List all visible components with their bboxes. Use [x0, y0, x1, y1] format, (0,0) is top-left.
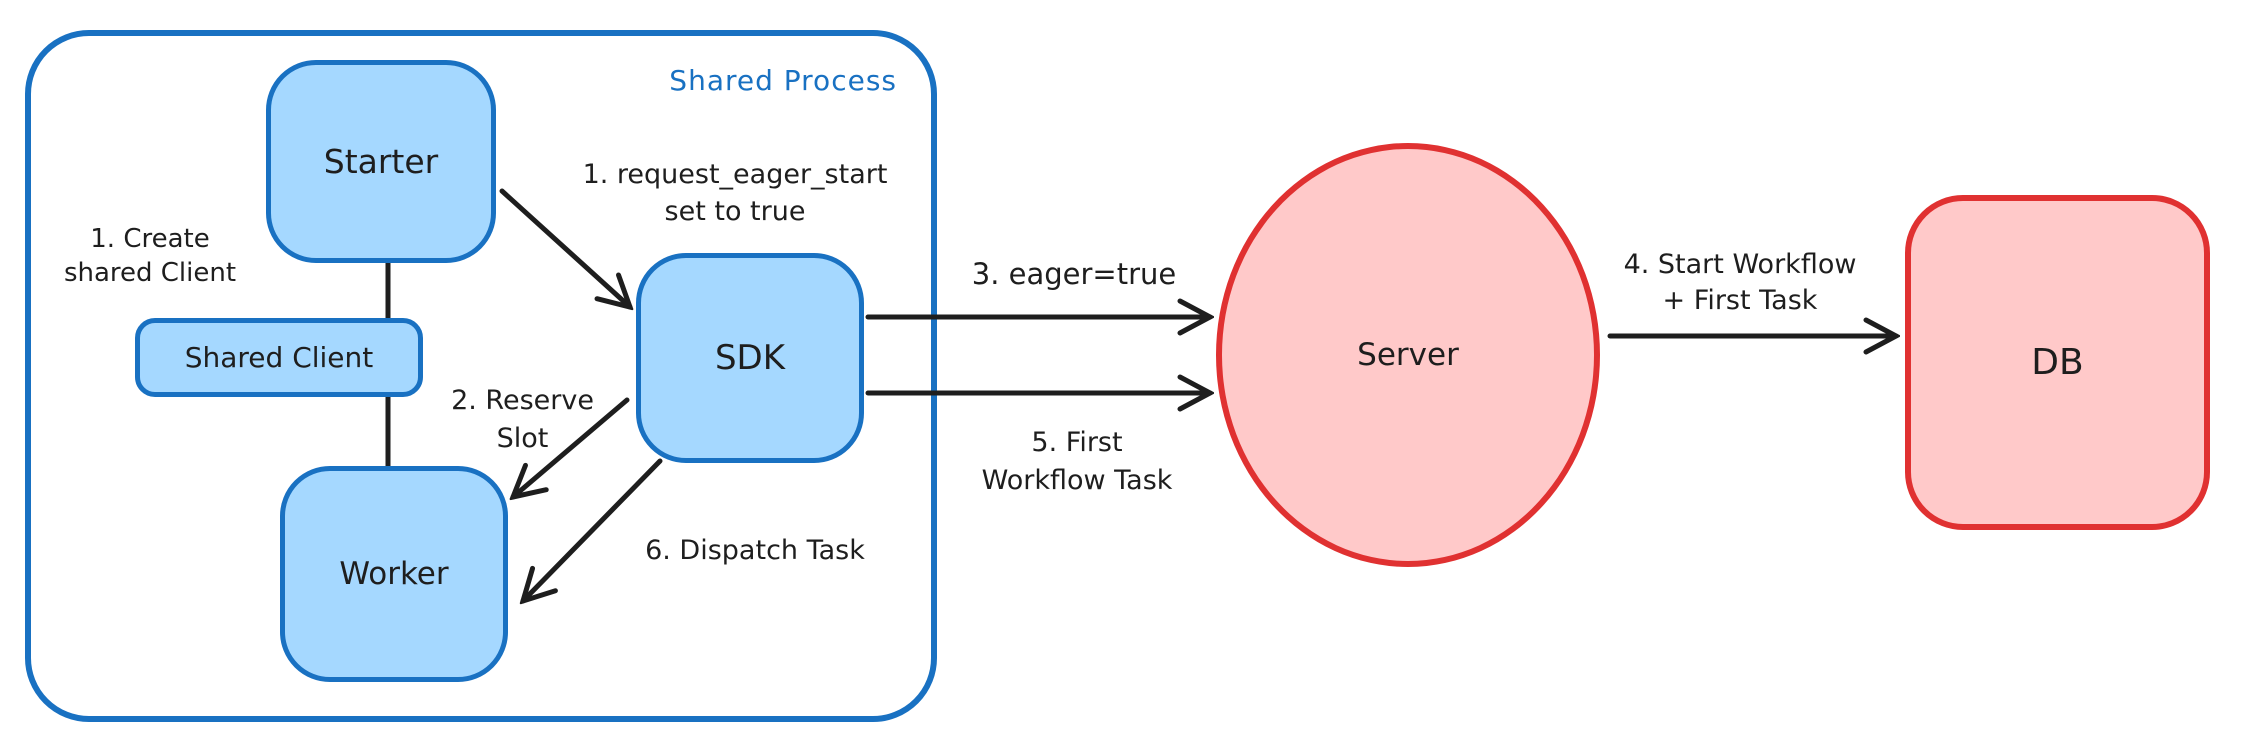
server-node: Server — [1216, 143, 1600, 567]
shared-client-node-label: Shared Client — [184, 341, 374, 374]
worker-node: Worker — [280, 466, 508, 682]
shared-process-label: Shared Process — [669, 64, 897, 97]
db-node-label: DB — [2031, 342, 2084, 383]
sdk-node-label: SDK — [714, 338, 786, 378]
annotation-dispatch-task: 6. Dispatch Task — [645, 535, 865, 566]
annotation-reserve-slot: 2. Reserve Slot — [451, 385, 594, 454]
worker-node-label: Worker — [339, 556, 449, 592]
annotation-request-eager-start: 1. request_eager_start set to true — [582, 159, 888, 227]
annotation-eager-true: 3. eager=true — [971, 257, 1177, 291]
server-node-label: Server — [1357, 337, 1459, 373]
sdk-node: SDK — [636, 253, 864, 463]
annotation-start-workflow-first-task: 4. Start Workflow + First Task — [1623, 249, 1857, 316]
annotation-first-workflow-task: 5. First Workflow Task — [981, 427, 1173, 496]
annotation-create-shared-client: 1. Create shared Client — [63, 224, 237, 288]
starter-node: Starter — [266, 60, 496, 263]
starter-node-label: Starter — [323, 142, 439, 181]
db-node: DB — [1905, 195, 2210, 530]
shared-process-container: Shared Process — [25, 30, 937, 722]
shared-client-node: Shared Client — [135, 318, 423, 397]
